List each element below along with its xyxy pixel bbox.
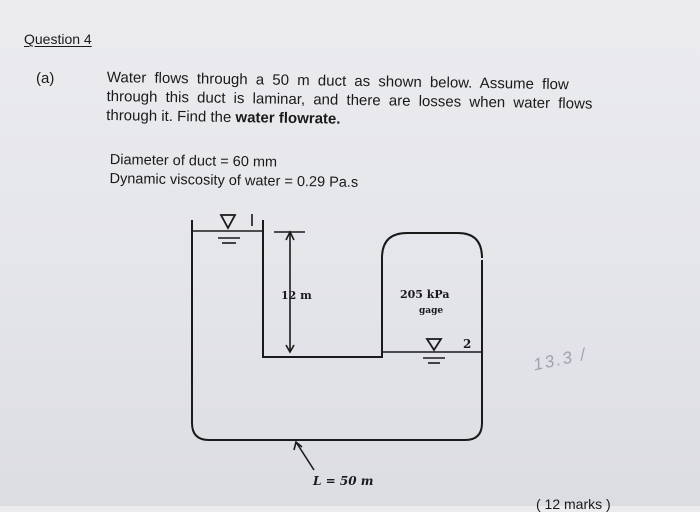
water-surface-1 [192, 214, 263, 244]
pressure-sublabel: gage [419, 306, 444, 316]
water-surface-2 [382, 338, 482, 364]
height-label: 12 m [281, 289, 312, 302]
length-arrow [293, 440, 315, 471]
free-surface-symbol-1 [219, 214, 237, 230]
question-heading: Question 4 [24, 31, 92, 47]
free-surface-symbol-2 [425, 338, 443, 352]
pressure-label: 205 kPa [400, 288, 450, 301]
part-label: (a) [36, 70, 55, 87]
length-label: L = 50 m [313, 474, 374, 488]
height-dimension [274, 230, 305, 354]
tank-inner-wall [262, 220, 483, 358]
open-tank [191, 220, 483, 441]
tank-outer-wall [191, 220, 483, 441]
marks-label: ( 12 marks ) [536, 496, 611, 512]
point-2-label: 2 [463, 337, 472, 351]
